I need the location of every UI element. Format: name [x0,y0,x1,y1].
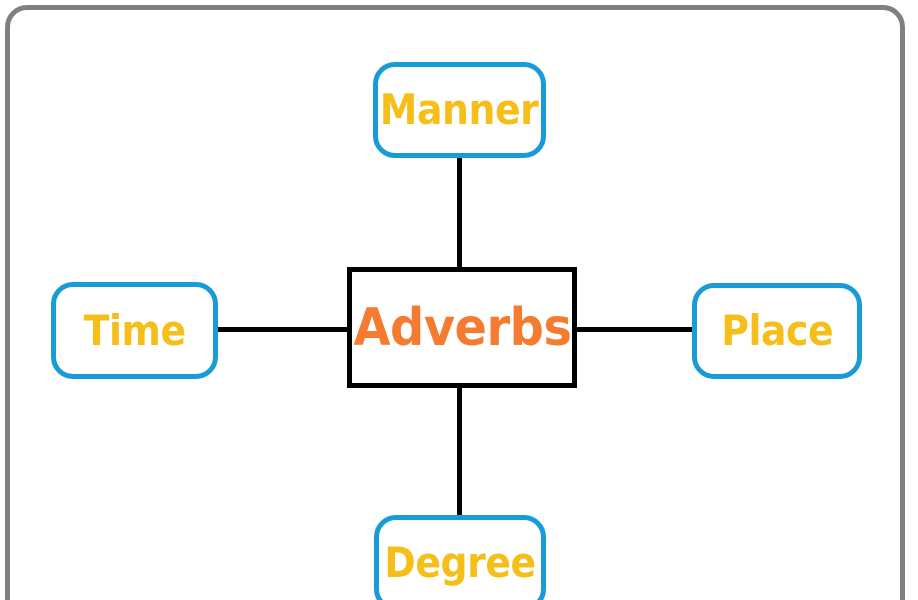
branch-node-place[interactable]: Place [692,283,862,379]
center-node-adverbs[interactable]: Adverbs [347,267,577,388]
branch-node-manner[interactable]: Manner [373,62,546,158]
branch-node-degree-label: Degree [384,538,536,587]
branch-node-time-label: Time [83,305,186,355]
branch-node-time[interactable]: Time [51,282,218,379]
center-node-label: Adverbs [353,297,572,358]
connector-center-to-time [213,327,352,332]
connector-center-to-manner [457,152,462,272]
branch-node-place-label: Place [721,306,833,355]
branch-node-degree[interactable]: Degree [374,515,546,600]
connector-center-to-place [572,327,697,332]
connector-center-to-degree [457,383,462,520]
branch-node-manner-label: Manner [380,85,539,134]
